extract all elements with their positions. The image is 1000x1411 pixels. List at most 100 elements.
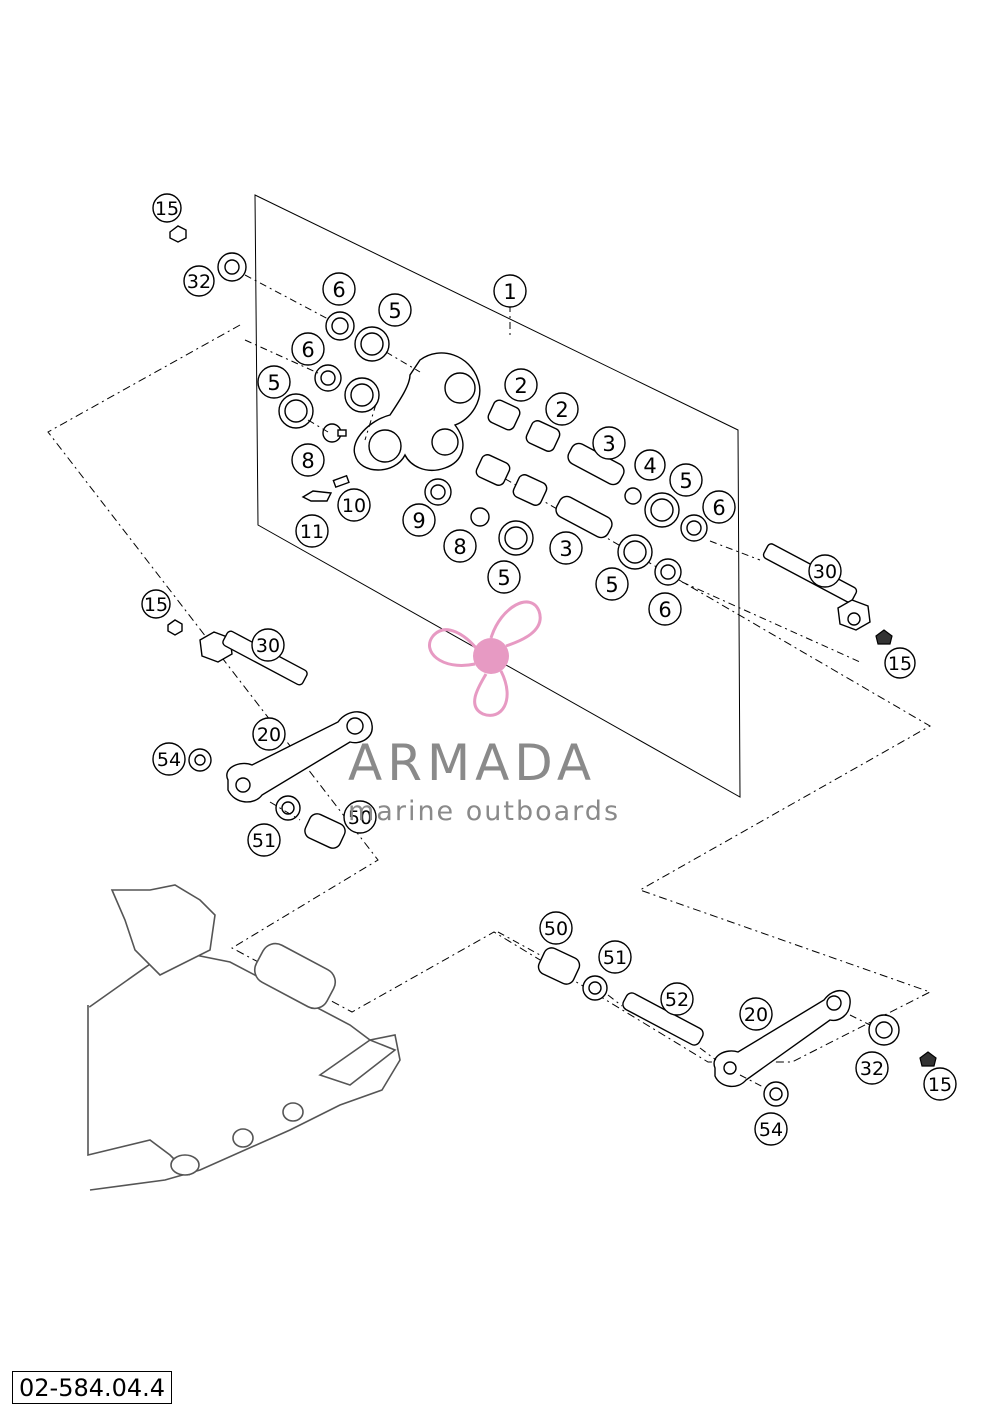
callout-circle <box>598 940 632 974</box>
assembly-frame <box>254 194 741 798</box>
callout-number: 5 <box>679 469 692 493</box>
callout-number: 3 <box>559 537 572 561</box>
callout-number: 50 <box>348 807 372 829</box>
callout-number: 15 <box>888 653 912 675</box>
callout-circle <box>660 982 694 1016</box>
callout-circle <box>183 265 215 297</box>
callout-number: 3 <box>602 432 615 456</box>
callout-5: 5 <box>487 560 521 594</box>
callout-4: 4 <box>634 449 666 481</box>
callout-54: 54 <box>152 742 186 776</box>
callout-circle <box>152 742 186 776</box>
callout-52: 52 <box>660 982 694 1016</box>
propeller-logo-icon <box>428 600 542 717</box>
callout-number: 6 <box>332 278 345 302</box>
callout-10: 10 <box>337 488 371 522</box>
callout-number: 10 <box>342 495 366 517</box>
callout-number: 6 <box>712 496 725 520</box>
callout-number: 30 <box>813 561 837 583</box>
callout-number: 8 <box>301 449 314 473</box>
callout-6: 6 <box>702 490 736 524</box>
diagram-code-label: 02-584.04.4 <box>12 1371 173 1404</box>
callout-number: 4 <box>643 454 656 478</box>
callout-circle <box>257 365 291 399</box>
grease-nipple-8-b <box>470 507 490 527</box>
callout-number: 5 <box>605 573 618 597</box>
callout-number: 51 <box>252 830 276 852</box>
callout-51: 51 <box>598 940 632 974</box>
callout-number: 6 <box>658 598 671 622</box>
bushing-9 <box>424 478 452 506</box>
grease-nipple-8-a <box>322 423 347 443</box>
clip-11 <box>301 490 333 502</box>
nut-32-upper-left <box>217 252 247 282</box>
callout-5: 5 <box>595 567 629 601</box>
callout-number: 5 <box>497 566 510 590</box>
callout-circle <box>402 503 436 537</box>
leader-lines <box>244 274 871 1089</box>
callout-15: 15 <box>152 193 182 223</box>
nut-54-right <box>763 1081 789 1107</box>
callout-5: 5 <box>257 365 291 399</box>
callout-circle <box>443 529 477 563</box>
swingarm <box>87 884 401 1191</box>
callout-circle <box>754 1112 788 1146</box>
callout-number: 9 <box>412 509 425 533</box>
callout-6: 6 <box>291 332 325 366</box>
callout-3: 3 <box>549 531 583 565</box>
callout-20: 20 <box>252 717 286 751</box>
callout-circle <box>504 368 538 402</box>
callout-number: 54 <box>759 1119 783 1141</box>
callout-9: 9 <box>402 503 436 537</box>
callout-circle <box>295 514 329 548</box>
callout-number: 15 <box>155 198 179 220</box>
callout-5: 5 <box>378 293 412 327</box>
callout-number: 11 <box>300 521 324 543</box>
bushing-50-left <box>304 813 346 849</box>
callout-number: 54 <box>157 749 181 771</box>
seal-5-c <box>278 393 314 429</box>
callout-circle <box>545 392 579 426</box>
callout-circle <box>291 332 325 366</box>
o-ring-4 <box>624 487 642 505</box>
seal-6-d <box>654 558 682 586</box>
nut-54-left <box>188 748 212 772</box>
callout-circle <box>634 449 666 481</box>
callout-circle <box>378 293 412 327</box>
linkage-lever <box>353 352 481 472</box>
callout-number: 20 <box>744 1004 768 1026</box>
callout-circle <box>884 647 916 679</box>
callout-circle <box>855 1051 889 1085</box>
callout-circle <box>322 272 356 306</box>
callout-number: 52 <box>665 989 689 1011</box>
callout-circle <box>549 531 583 565</box>
callout-number: 20 <box>257 724 281 746</box>
callout-11: 11 <box>295 514 329 548</box>
callout-15: 15 <box>141 589 171 619</box>
callout-number: 5 <box>388 299 401 323</box>
callout-15: 15 <box>884 647 916 679</box>
callout-circle <box>247 823 281 857</box>
callout-circle <box>595 567 629 601</box>
seal-6-a <box>325 311 355 341</box>
bolt-30-right <box>762 543 871 631</box>
nut-32-right <box>868 1014 900 1046</box>
callout-50: 50 <box>539 911 573 945</box>
seal-5-b <box>344 377 380 413</box>
callout-number: 32 <box>860 1058 884 1080</box>
callout-circle <box>923 1067 957 1101</box>
callout-8: 8 <box>443 529 477 563</box>
callout-5: 5 <box>669 463 703 497</box>
pull-rod-20-right <box>713 990 851 1087</box>
callout-6: 6 <box>322 272 356 306</box>
callout-circle <box>152 193 182 223</box>
callout-8: 8 <box>291 443 325 477</box>
callout-number: 1 <box>503 280 516 304</box>
callout-number: 50 <box>544 918 568 940</box>
seal-6-b <box>314 364 342 392</box>
seal-5-f <box>498 520 534 556</box>
needle-bearing-lower-a <box>475 454 511 486</box>
needle-bearing-lower-b <box>512 474 548 506</box>
